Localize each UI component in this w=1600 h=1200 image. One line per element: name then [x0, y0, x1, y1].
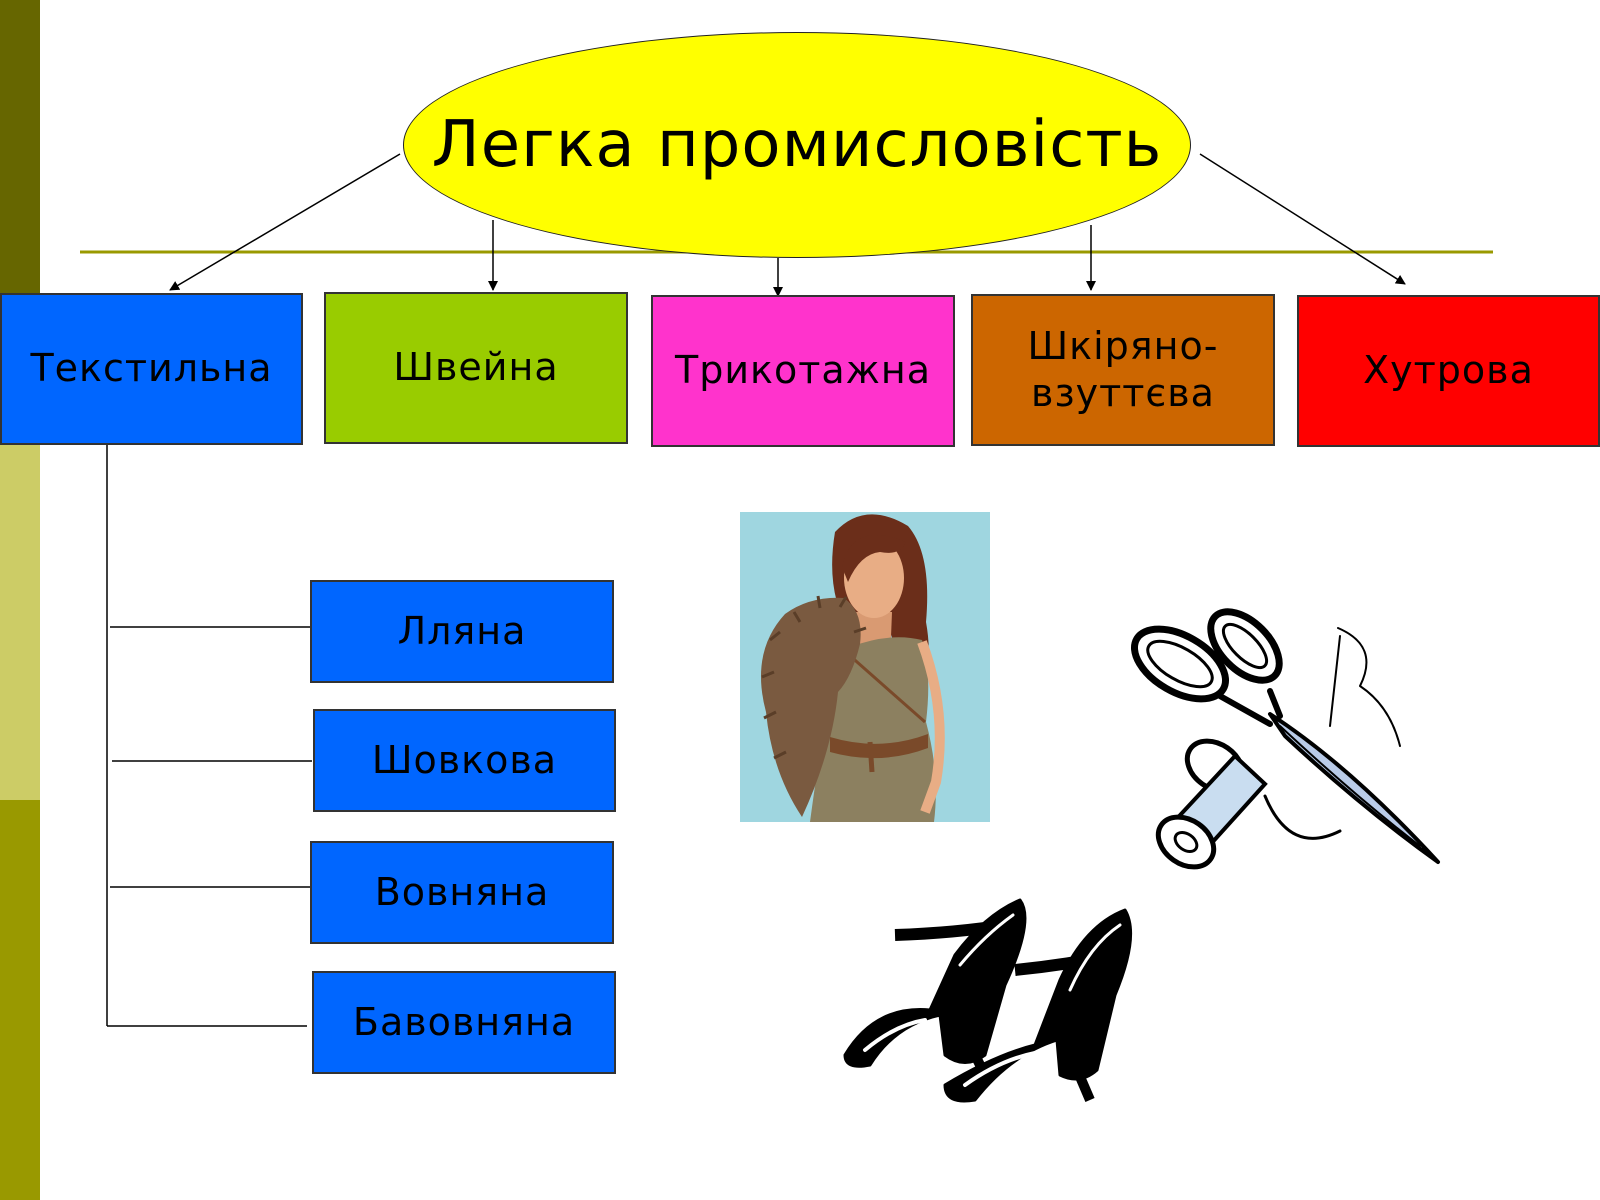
woman-with-fur-image: [740, 512, 990, 822]
left-band-olive: [0, 800, 40, 1200]
left-band-light: [0, 445, 40, 800]
branch-sewing-label: Швейна: [393, 345, 559, 390]
branch-knitwear: Трикотажна: [651, 295, 955, 447]
branch-textile-label: Текстильна: [30, 346, 273, 391]
branch-leather-footwear-label: Шкіряно- взуттєва: [1027, 323, 1219, 416]
subtype-linen-label: Лляна: [397, 608, 527, 653]
branch-textile: Текстильна: [0, 293, 303, 445]
subtype-wool: Вовняна: [310, 841, 614, 944]
subtype-wool-label: Вовняна: [374, 869, 550, 914]
subtype-linen: Лляна: [310, 580, 614, 683]
branch-fur-label: Хутрова: [1363, 348, 1534, 393]
diagram-title: Легка промисловість: [431, 108, 1163, 182]
branch-sewing: Швейна: [324, 292, 628, 444]
scissors-and-thread-image: [1130, 608, 1440, 870]
branch-leather-footwear: Шкіряно- взуттєва: [971, 294, 1275, 446]
arrow-to-fur: [1199, 153, 1406, 285]
title-ellipse: Легка промисловість: [403, 32, 1191, 258]
subtype-silk: Шовкова: [313, 709, 616, 812]
subtype-silk-label: Шовкова: [371, 737, 558, 782]
shoes-image: [843, 898, 1133, 1103]
branch-knitwear-label: Трикотажна: [674, 348, 932, 393]
subtype-cotton: Бавовняна: [312, 971, 616, 1074]
subtype-cotton-label: Бавовняна: [352, 999, 576, 1044]
arrow-to-textile: [169, 153, 401, 291]
branch-fur: Хутрова: [1297, 295, 1600, 447]
